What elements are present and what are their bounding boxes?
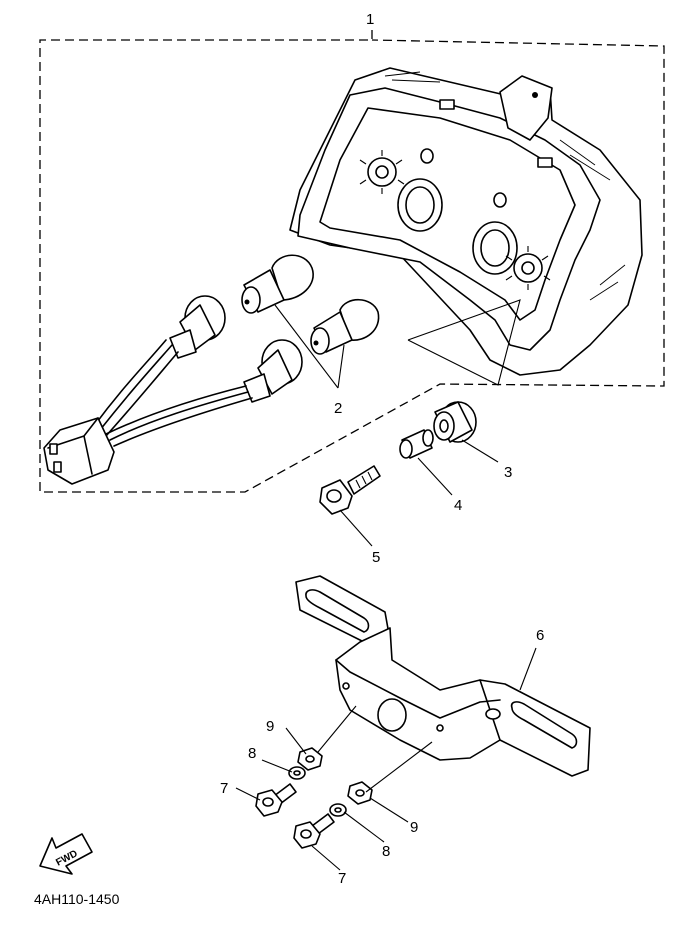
- leader-lines: [235, 299, 537, 871]
- callout-7-upper: 7: [220, 780, 228, 797]
- callout-2: 2: [334, 400, 342, 417]
- bolt-part-5: [319, 465, 381, 515]
- callout-9-lower: 9: [410, 819, 418, 836]
- callouts: 1 2 3 4 5 6 9 8 7 9 8 7: [220, 11, 544, 887]
- license-bracket-part-6: [295, 575, 591, 777]
- fwd-arrow-icon: FWD: [39, 833, 93, 875]
- tail-light-housing: [289, 67, 643, 376]
- screw-part-7-lower: [293, 813, 335, 849]
- collar-part-4: [399, 429, 434, 459]
- bulb-upper: [241, 254, 314, 314]
- callout-9-upper: 9: [266, 718, 274, 735]
- screw-part-7-upper: [255, 783, 297, 817]
- callout-3: 3: [504, 464, 512, 481]
- assembly-boundary: [39, 30, 665, 493]
- washer-part-8-upper: [288, 766, 306, 780]
- callout-7-lower: 7: [338, 870, 346, 887]
- nut-part-9-upper: [297, 747, 323, 771]
- grommet-part-3: [433, 401, 477, 443]
- callout-8-upper: 8: [248, 745, 256, 762]
- bulb-lower: [310, 298, 380, 355]
- callout-1: 1: [366, 11, 374, 28]
- callout-4: 4: [454, 497, 462, 514]
- wiring-harness: [43, 295, 303, 485]
- drawing-code: 4AH110-1450: [34, 891, 120, 907]
- callout-6: 6: [536, 627, 544, 644]
- callout-8-lower: 8: [382, 843, 390, 860]
- callout-5: 5: [372, 549, 380, 566]
- nut-part-9-lower: [347, 781, 373, 805]
- washer-part-8-lower: [329, 803, 347, 817]
